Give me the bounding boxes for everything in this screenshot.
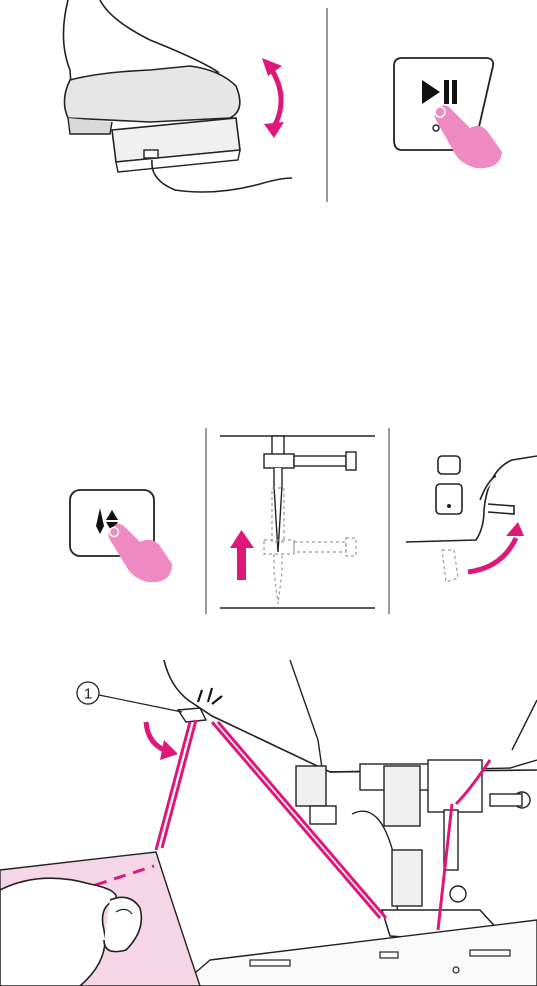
divider bbox=[326, 8, 328, 202]
button-lower bbox=[436, 484, 462, 514]
presser-foot bbox=[296, 760, 530, 942]
needle-clamp bbox=[264, 436, 356, 552]
start-stop-panel bbox=[380, 40, 520, 180]
needle-position-panel bbox=[60, 480, 200, 590]
foot-controller-illustration bbox=[0, 0, 320, 210]
needle-plate bbox=[180, 920, 537, 986]
thread-cutter bbox=[178, 708, 206, 722]
curved-arrow-icon bbox=[146, 722, 178, 760]
lever-icon bbox=[480, 476, 514, 514]
foot-controller-icon bbox=[112, 118, 292, 192]
up-down-arrow-icon bbox=[262, 58, 284, 138]
up-arrow-icon bbox=[230, 530, 254, 580]
svg-text:1: 1 bbox=[84, 686, 92, 703]
button-upper bbox=[438, 456, 460, 474]
needle-raise-panel bbox=[210, 428, 385, 614]
presser-foot-lever-illustration bbox=[392, 440, 537, 600]
presser-foot-lever-panel bbox=[392, 440, 537, 600]
divider bbox=[388, 428, 390, 614]
needle-position-illustration bbox=[60, 480, 200, 590]
thread-cutting-illustration: 1 bbox=[0, 660, 537, 986]
start-stop-illustration bbox=[380, 40, 520, 180]
curved-arrow-icon bbox=[468, 522, 524, 572]
thread-cutting-panel: 1 bbox=[0, 660, 537, 986]
foot-controller-panel bbox=[0, 0, 320, 210]
needle-raise-illustration bbox=[210, 428, 385, 614]
callout-thread-cutter: 1 bbox=[77, 682, 182, 712]
divider bbox=[205, 428, 207, 614]
